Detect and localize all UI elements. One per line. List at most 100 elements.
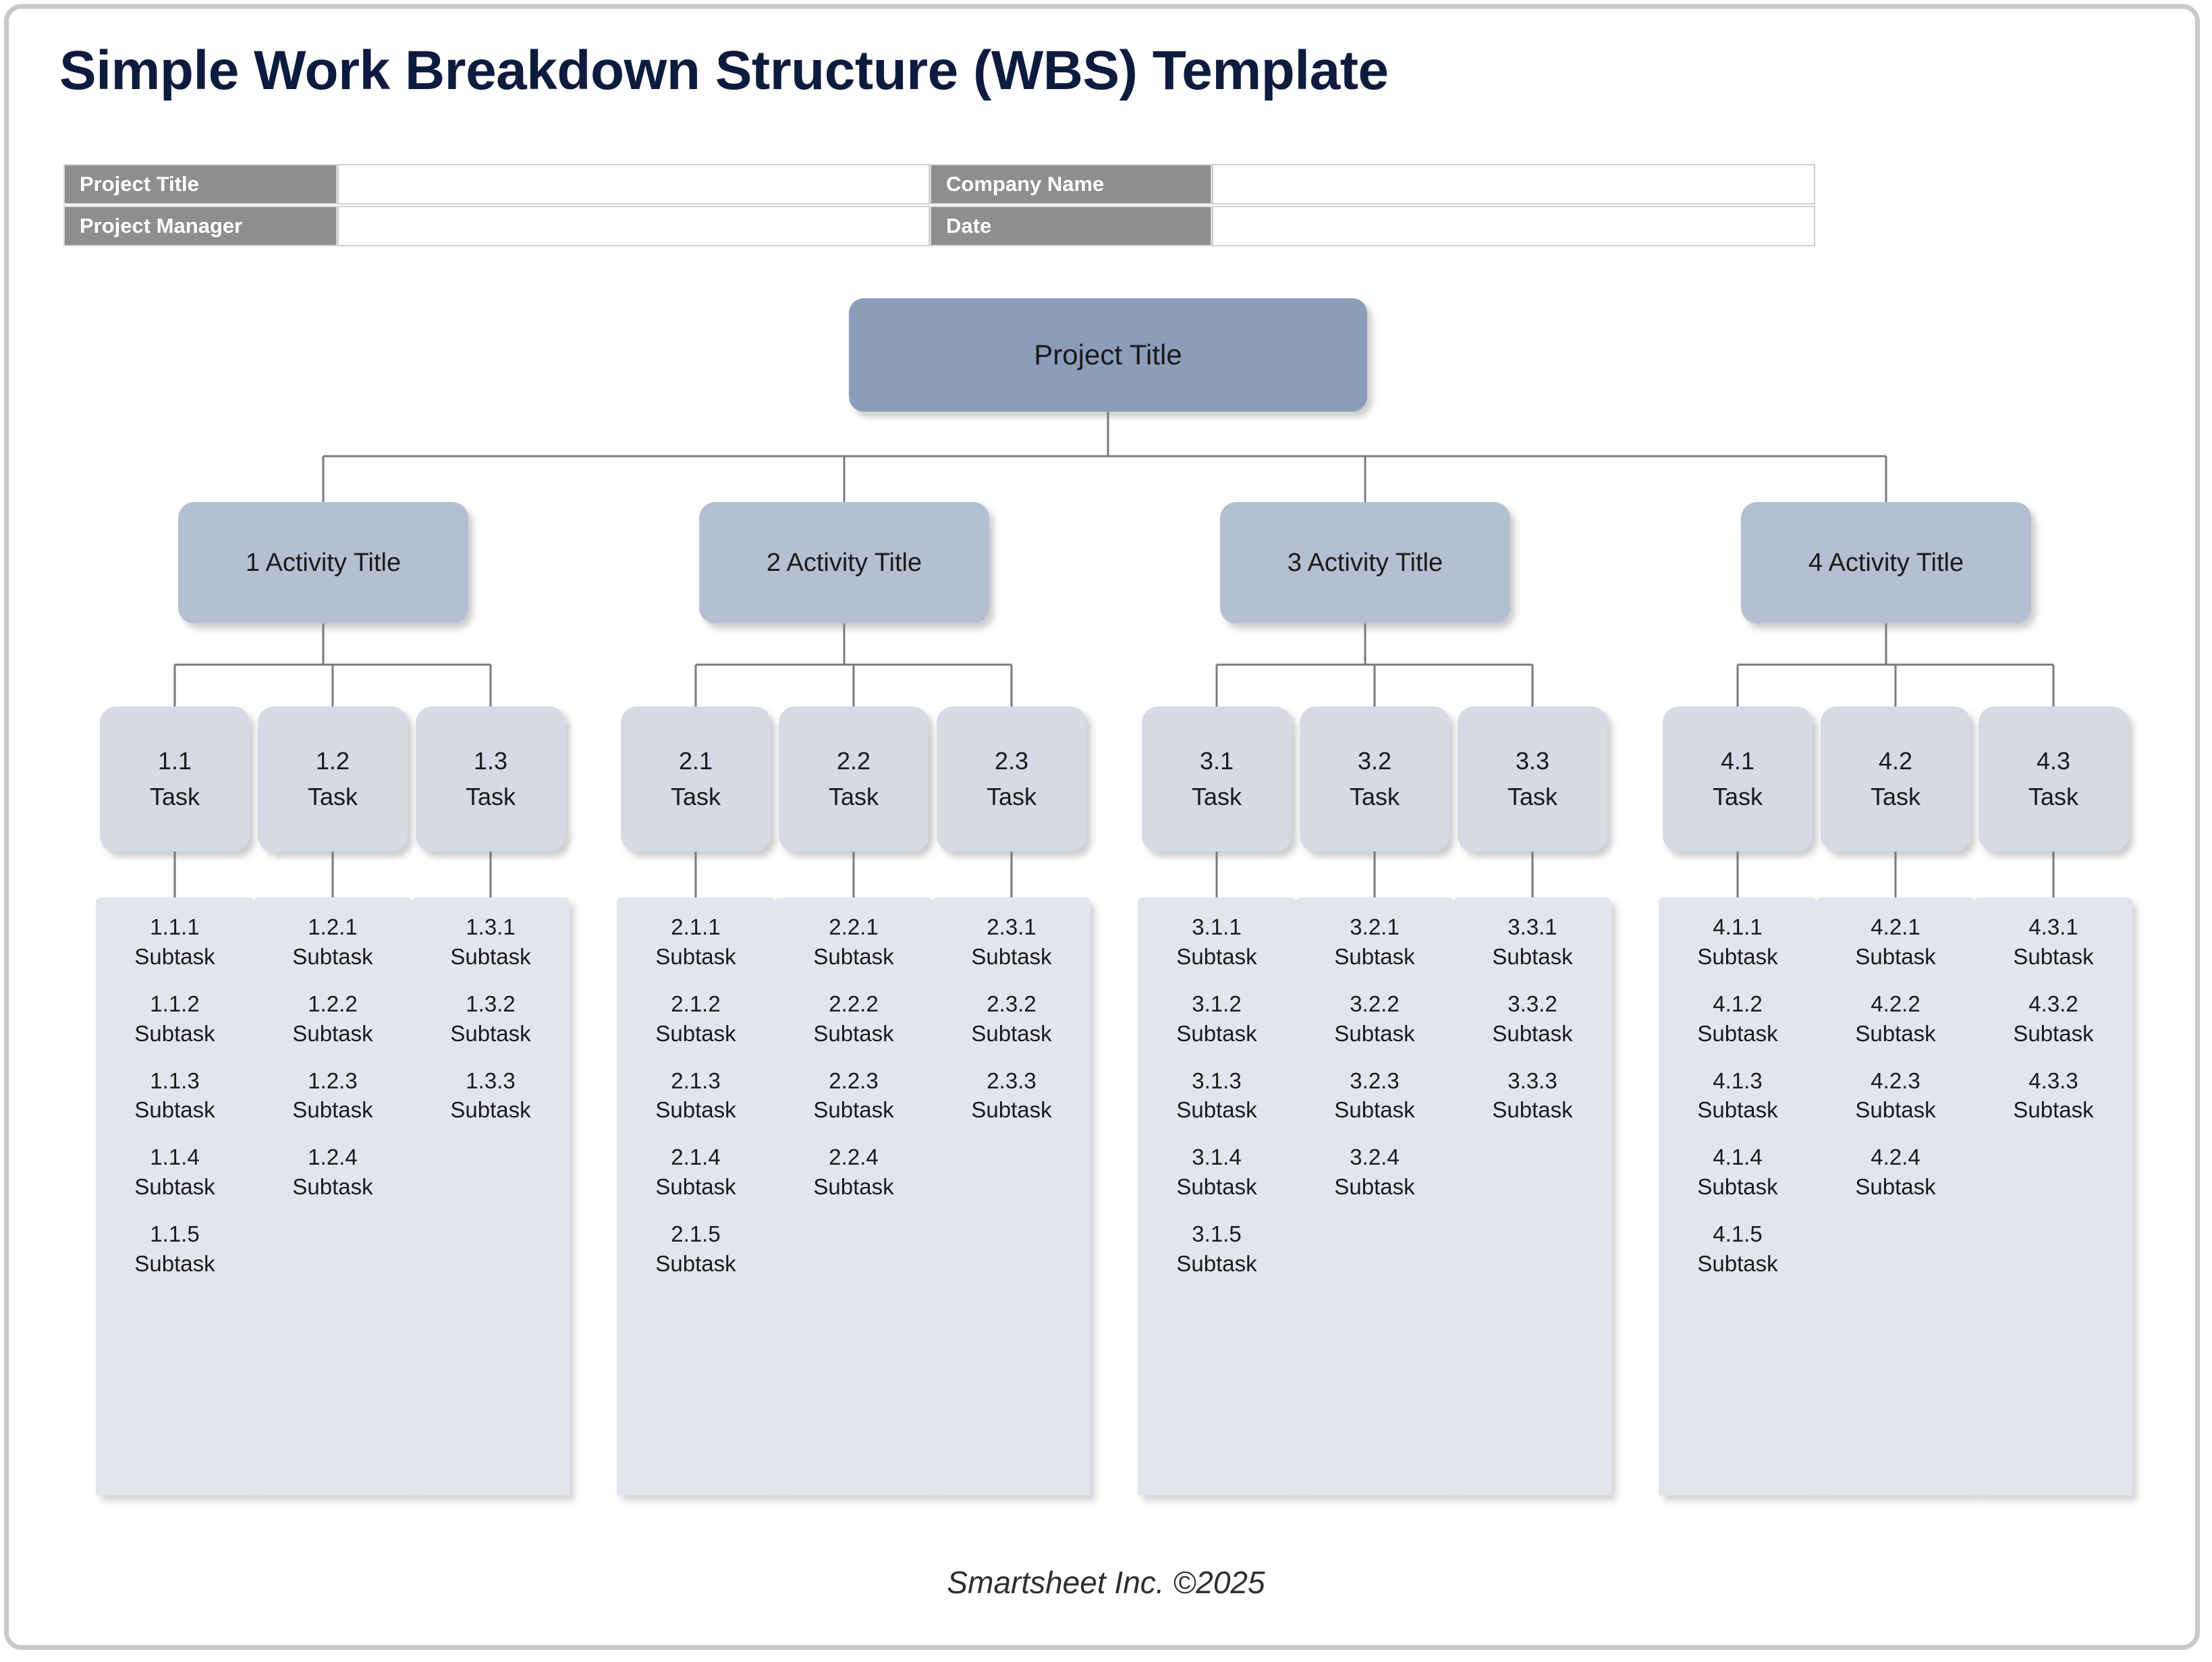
task-node-label: Task xyxy=(986,782,1037,810)
subtask-item-2.2.4[interactable]: 2.2.4 Subtask xyxy=(813,1144,894,1200)
subtask-column-3.3[interactable]: 3.3.1 Subtask 3.3.2 Subtask 3.3.3 Subtask xyxy=(1454,897,1611,1495)
task-node-number: 2.3 xyxy=(994,747,1029,775)
subtask-item-3.3.1[interactable]: 3.3.1 Subtask xyxy=(1492,914,1573,969)
subtask-column-1.1[interactable]: 1.1.1 Subtask 1.1.2 Subtask 1.1.3 Subtask 1… xyxy=(96,897,254,1495)
subtask-item-2.2.2[interactable]: 2.2.2 Subtask xyxy=(813,991,894,1046)
activity-node-3[interactable]: 3 Activity Title xyxy=(1220,502,1510,624)
subtask-item-3.1.5[interactable]: 3.1.5 Subtask xyxy=(1176,1221,1257,1276)
project-info-table: Project Title Company Name Project Manag… xyxy=(63,164,1815,246)
task-node-label: Task xyxy=(1349,782,1400,810)
subtask-item-1.2.3[interactable]: 1.2.3 Subtask xyxy=(292,1068,373,1123)
subtask-item-2.1.1[interactable]: 2.1.1 Subtask xyxy=(655,914,736,969)
subtask-item-1.3.1[interactable]: 1.3.1 Subtask xyxy=(450,914,531,969)
subtask-item-1.3.2[interactable]: 1.3.2 Subtask xyxy=(450,991,531,1046)
subtask-column-2.3[interactable]: 2.3.1 Subtask 2.3.2 Subtask 2.3.3 Subtask xyxy=(933,897,1090,1495)
subtask-item-4.2.3[interactable]: 4.2.3 Subtask xyxy=(1855,1068,1936,1123)
task-node-label: Task xyxy=(1712,782,1763,810)
subtask-item-4.1.4[interactable]: 4.1.4 Subtask xyxy=(1697,1144,1778,1200)
subtask-column-4.2[interactable]: 4.2.1 Subtask 4.2.2 Subtask 4.2.3 Subtask 4… xyxy=(1817,897,1974,1495)
subtask-item-1.1.3[interactable]: 1.1.3 Subtask xyxy=(134,1068,215,1123)
subtask-item-2.1.5[interactable]: 2.1.5 Subtask xyxy=(655,1221,736,1276)
subtask-item-4.3.3[interactable]: 4.3.3 Subtask xyxy=(2013,1068,2094,1123)
task-node-number: 2.2 xyxy=(836,747,871,775)
subtask-column-4.3[interactable]: 4.3.1 Subtask 4.3.2 Subtask 4.3.3 Subtask xyxy=(1974,897,2132,1495)
subtask-item-4.2.4[interactable]: 4.2.4 Subtask xyxy=(1855,1144,1936,1200)
wbs-root-label: Project Title xyxy=(1034,339,1182,370)
project-title-label: Project Title xyxy=(63,164,337,204)
subtask-item-2.3.2[interactable]: 2.3.2 Subtask xyxy=(971,991,1052,1046)
date-input[interactable] xyxy=(1212,206,1815,246)
company-name-label: Company Name xyxy=(930,164,1212,204)
activity-node-2[interactable]: 2 Activity Title xyxy=(699,502,989,624)
subtask-column-3.2[interactable]: 3.2.1 Subtask 3.2.2 Subtask 3.2.3 Subtask 3… xyxy=(1296,897,1454,1495)
project-title-input[interactable] xyxy=(337,164,930,204)
activity-node-1[interactable]: 1 Activity Title xyxy=(178,502,468,624)
subtask-item-4.2.1[interactable]: 4.2.1 Subtask xyxy=(1855,914,1936,969)
task-node-number: 4.1 xyxy=(1720,747,1755,775)
subtask-item-4.2.2[interactable]: 4.2.2 Subtask xyxy=(1855,991,1936,1046)
subtask-column-2.1[interactable]: 2.1.1 Subtask 2.1.2 Subtask 2.1.3 Subtask 2… xyxy=(617,897,775,1495)
task-node-label: Task xyxy=(1870,782,1921,810)
subtask-item-2.1.3[interactable]: 2.1.3 Subtask xyxy=(655,1068,736,1123)
task-node-number: 1.1 xyxy=(157,747,192,775)
task-node-label: Task xyxy=(670,782,721,810)
subtask-item-3.1.4[interactable]: 3.1.4 Subtask xyxy=(1176,1144,1257,1200)
subtask-item-1.2.1[interactable]: 1.2.1 Subtask xyxy=(292,914,373,969)
activity-node-4[interactable]: 4 Activity Title xyxy=(1741,502,2031,624)
subtask-item-2.1.4[interactable]: 2.1.4 Subtask xyxy=(655,1144,736,1200)
subtask-item-3.2.4[interactable]: 3.2.4 Subtask xyxy=(1334,1144,1415,1200)
subtask-item-1.1.4[interactable]: 1.1.4 Subtask xyxy=(134,1144,215,1200)
subtask-item-1.1.2[interactable]: 1.1.2 Subtask xyxy=(134,991,215,1046)
subtask-item-1.1.1[interactable]: 1.1.1 Subtask xyxy=(134,914,215,969)
task-node-label: Task xyxy=(307,782,358,810)
subtask-column-2.2[interactable]: 2.2.1 Subtask 2.2.2 Subtask 2.2.3 Subtask 2… xyxy=(775,897,933,1495)
task-node-number: 1.2 xyxy=(315,747,350,775)
subtask-column-4.1[interactable]: 4.1.1 Subtask 4.1.2 Subtask 4.1.3 Subtask 4… xyxy=(1659,897,1817,1495)
subtask-item-1.2.4[interactable]: 1.2.4 Subtask xyxy=(292,1144,373,1200)
subtask-column-3.1[interactable]: 3.1.1 Subtask 3.1.2 Subtask 3.1.3 Subtask 3… xyxy=(1138,897,1296,1495)
subtask-item-2.3.3[interactable]: 2.3.3 Subtask xyxy=(971,1068,1052,1123)
subtask-item-4.3.1[interactable]: 4.3.1 Subtask xyxy=(2013,914,2094,969)
subtask-item-3.1.1[interactable]: 3.1.1 Subtask xyxy=(1176,914,1257,969)
subtask-item-3.3.3[interactable]: 3.3.3 Subtask xyxy=(1492,1068,1573,1123)
subtask-item-4.3.2[interactable]: 4.3.2 Subtask xyxy=(2013,991,2094,1046)
subtask-item-3.2.1[interactable]: 3.2.1 Subtask xyxy=(1334,914,1415,969)
activity-node-label: 1 Activity Title xyxy=(245,548,402,577)
subtask-item-4.1.2[interactable]: 4.1.2 Subtask xyxy=(1697,991,1778,1046)
task-node-number: 3.1 xyxy=(1199,747,1234,775)
subtask-item-4.1.5[interactable]: 4.1.5 Subtask xyxy=(1697,1221,1778,1276)
subtask-item-4.1.3[interactable]: 4.1.3 Subtask xyxy=(1697,1068,1778,1123)
subtask-column-1.3[interactable]: 1.3.1 Subtask 1.3.2 Subtask 1.3.3 Subtask xyxy=(412,897,570,1495)
subtask-item-1.1.5[interactable]: 1.1.5 Subtask xyxy=(134,1221,215,1276)
subtask-item-3.1.3[interactable]: 3.1.3 Subtask xyxy=(1176,1068,1257,1123)
subtask-item-1.2.2[interactable]: 1.2.2 Subtask xyxy=(292,991,373,1046)
subtask-item-3.2.3[interactable]: 3.2.3 Subtask xyxy=(1334,1068,1415,1123)
project-manager-input[interactable] xyxy=(337,206,930,246)
subtask-item-2.2.1[interactable]: 2.2.1 Subtask xyxy=(813,914,894,969)
activity-node-label: 2 Activity Title xyxy=(766,548,922,577)
subtask-item-3.1.2[interactable]: 3.1.2 Subtask xyxy=(1176,991,1257,1046)
subtask-item-2.1.2[interactable]: 2.1.2 Subtask xyxy=(655,991,736,1046)
wbs-root-node[interactable]: Project Title xyxy=(849,298,1367,412)
subtask-item-4.1.1[interactable]: 4.1.1 Subtask xyxy=(1697,914,1778,969)
subtask-item-2.3.1[interactable]: 2.3.1 Subtask xyxy=(971,914,1052,969)
subtask-column-1.2[interactable]: 1.2.1 Subtask 1.2.2 Subtask 1.2.3 Subtask 1… xyxy=(254,897,412,1495)
task-node-label: Task xyxy=(2028,782,2079,810)
company-name-input[interactable] xyxy=(1212,164,1815,204)
subtask-item-2.2.3[interactable]: 2.2.3 Subtask xyxy=(813,1068,894,1123)
subtask-item-3.3.2[interactable]: 3.3.2 Subtask xyxy=(1492,991,1573,1046)
subtask-item-3.2.2[interactable]: 3.2.2 Subtask xyxy=(1334,991,1415,1046)
subtask-item-1.3.3[interactable]: 1.3.3 Subtask xyxy=(450,1068,531,1123)
